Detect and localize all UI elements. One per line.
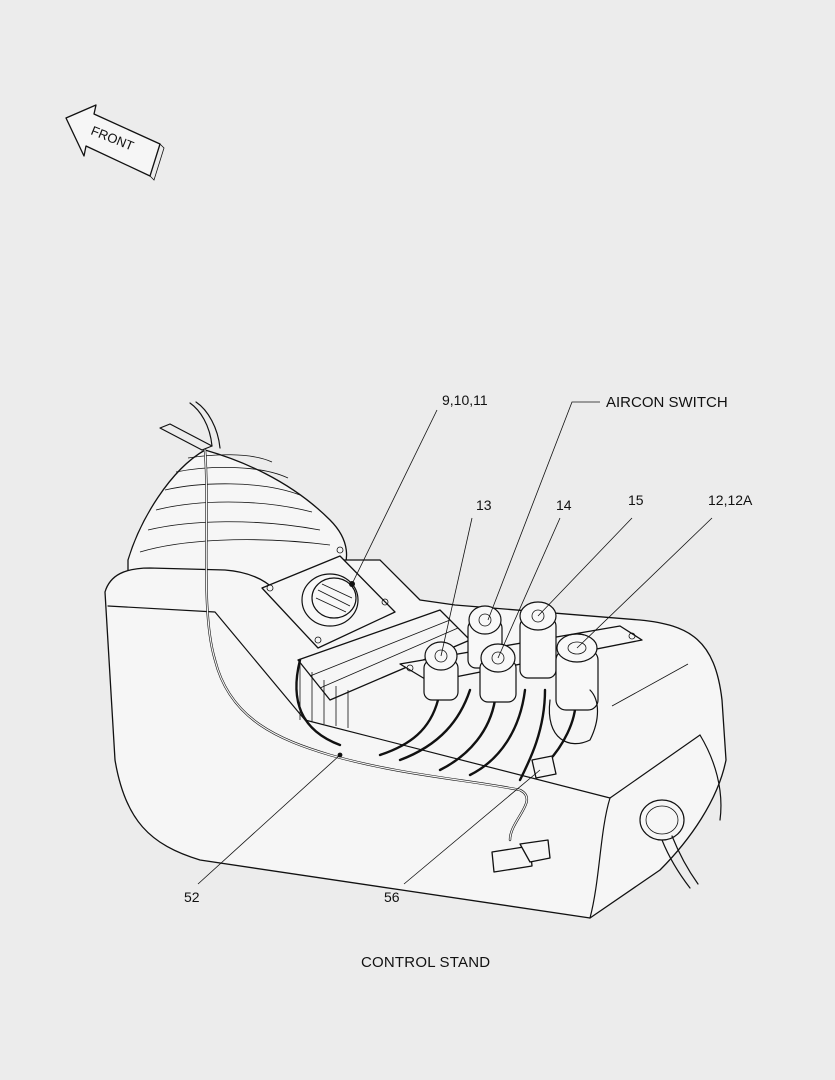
callout-13: 13: [476, 497, 492, 513]
switch-13: [423, 641, 459, 701]
callout-14: 14: [556, 497, 572, 513]
callout-12-12a: 12,12A: [708, 492, 753, 508]
front-arrow-icon: FRONT: [65, 104, 165, 181]
dial-panel: [261, 546, 396, 649]
switch-14: [479, 643, 517, 703]
callout-aircon-switch: AIRCON SWITCH: [606, 394, 728, 411]
connector-small: [531, 755, 557, 779]
callout-9-10-11: 9,10,11: [442, 392, 488, 408]
switch-15: [519, 601, 557, 679]
joystick-bellows: [127, 449, 348, 601]
leader-lines: [197, 401, 713, 885]
callout-52: 52: [184, 889, 200, 905]
callout-15: 15: [628, 492, 644, 508]
joystick-lever: [159, 401, 221, 451]
connector-56: [491, 839, 551, 873]
callout-56: 56: [384, 889, 400, 905]
diagram-caption: CONTROL STAND: [361, 954, 491, 971]
wire-harness: [203, 448, 577, 842]
console-body: [104, 559, 727, 919]
